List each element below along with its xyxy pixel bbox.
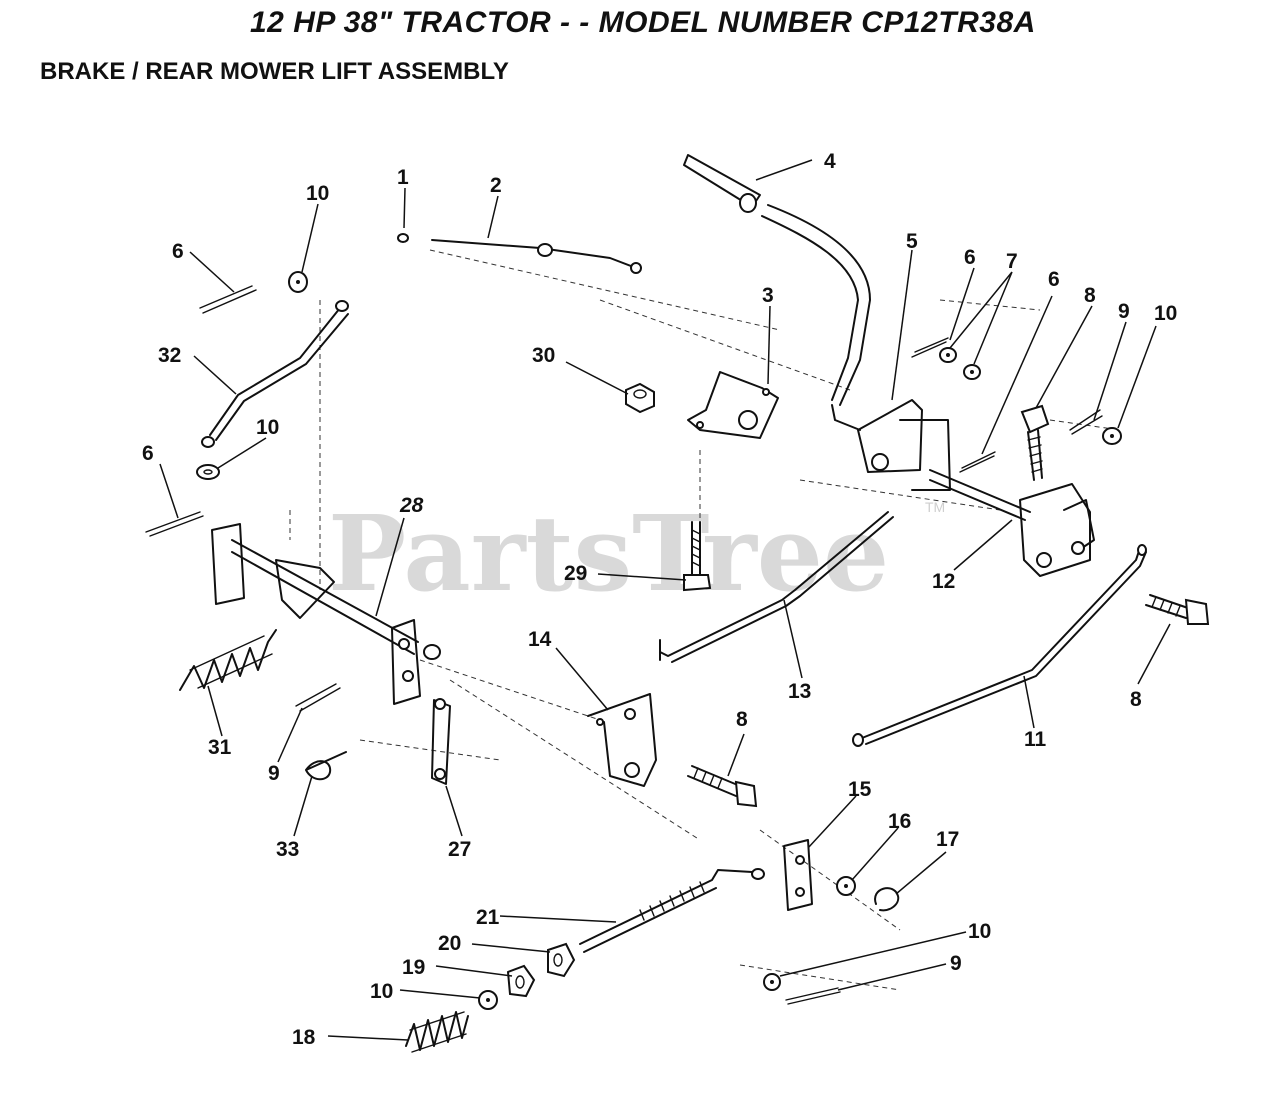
part-6-cotter-pin-upper-right[interactable] (911, 337, 949, 358)
part-8-bolt-upper[interactable] (1020, 404, 1050, 481)
part-15-plate[interactable] (783, 839, 813, 911)
part-6-cotter-pin-upper-left[interactable] (199, 285, 257, 314)
part-29-bolt[interactable] (683, 521, 712, 592)
callout-20: 20 (438, 932, 461, 955)
part-17-clip[interactable] (874, 887, 900, 912)
part-9-cotter-pin-lower-right[interactable] (785, 987, 841, 1005)
part-9-cotter-pin-right[interactable] (1069, 409, 1103, 435)
part-19-nut[interactable] (506, 964, 536, 998)
callout-8-mid: 8 (736, 708, 748, 731)
part-8-bolt-mid[interactable] (687, 765, 758, 808)
part-27-link[interactable] (431, 698, 451, 785)
callout-27: 27 (448, 838, 471, 861)
part-6-cotter-pin-left[interactable] (145, 511, 204, 537)
callout-1: 1 (397, 166, 409, 189)
part-6-cotter-pin-mid-right[interactable] (959, 451, 996, 473)
callout-6-left: 6 (142, 442, 154, 465)
callout-13: 13 (788, 680, 811, 703)
watermark-text: PartsTree (328, 492, 889, 615)
callout-8-upper: 8 (1084, 284, 1096, 307)
callout-9-left: 9 (268, 762, 280, 785)
callout-labels: 1 2 3 4 5 6 6 6 6 7 8 8 8 9 9 9 10 10 10… (142, 150, 1177, 1049)
callout-33: 33 (276, 838, 299, 861)
diagram-title: 12 HP 38" TRACTOR - - MODEL NUMBER CP12T… (250, 6, 1036, 39)
part-16-washer[interactable] (836, 876, 856, 896)
part-10-washer-right[interactable] (1102, 427, 1122, 445)
callout-11: 11 (1024, 728, 1047, 751)
callout-21: 21 (476, 906, 500, 929)
callout-10-lower-right: 10 (968, 920, 991, 943)
part-7-washers[interactable] (939, 347, 981, 380)
part-4-handle-grip[interactable] (683, 154, 761, 213)
callout-28: 28 (399, 494, 424, 517)
callout-29: 29 (564, 562, 587, 585)
callout-2: 2 (490, 174, 502, 197)
callout-10-left: 10 (256, 416, 279, 439)
part-30-nut[interactable] (625, 382, 655, 414)
part-18-spring[interactable] (405, 1011, 469, 1053)
diagram-subtitle: BRAKE / REAR MOWER LIFT ASSEMBLY (40, 58, 509, 85)
part-10-washer-upper-left[interactable] (288, 271, 308, 293)
part-20-nut[interactable] (547, 942, 576, 978)
callout-17: 17 (936, 828, 959, 851)
callout-9-right: 9 (1118, 300, 1130, 323)
callout-leader-lines (159, 159, 1171, 1041)
callout-31: 31 (208, 736, 232, 759)
part-33-hairpin-clip[interactable] (305, 751, 347, 781)
callout-12: 12 (932, 570, 955, 593)
callout-18: 18 (292, 1026, 316, 1049)
part-1-pin[interactable] (397, 233, 409, 243)
part-5-lift-handle[interactable] (761, 204, 951, 491)
callout-8-right: 8 (1130, 688, 1142, 711)
part-11-link-rod[interactable] (852, 544, 1147, 747)
callout-9-lower: 9 (950, 952, 962, 975)
part-12-shaft-assembly[interactable] (929, 469, 1095, 577)
part-13-link-rod[interactable] (659, 511, 894, 663)
part-10-washer-lower-right[interactable] (763, 973, 781, 991)
callout-15: 15 (848, 778, 872, 801)
callout-6-upper-right: 6 (964, 246, 976, 269)
part-28-lift-shaft[interactable] (211, 523, 441, 705)
callout-6-upper-left: 6 (172, 240, 184, 263)
part-31-spring[interactable] (179, 629, 277, 691)
part-8-bolt-right[interactable] (1145, 594, 1210, 625)
callout-5: 5 (906, 230, 918, 253)
callout-10-upper-right: 10 (1154, 302, 1177, 325)
part-14-bracket[interactable] (587, 693, 657, 787)
callout-16: 16 (888, 810, 911, 833)
callout-10-upper-left: 10 (306, 182, 329, 205)
part-9-cotter-pin-mid-left[interactable] (295, 683, 341, 712)
part-3-bracket[interactable] (687, 371, 779, 439)
callout-32: 32 (158, 344, 181, 367)
part-10-washer-left[interactable] (196, 464, 220, 480)
callout-30: 30 (532, 344, 555, 367)
callout-4: 4 (824, 150, 836, 173)
callout-6-right: 6 (1048, 268, 1060, 291)
callout-19: 19 (402, 956, 425, 979)
callout-10-lower-left: 10 (370, 980, 393, 1003)
callout-14: 14 (528, 628, 552, 651)
callout-3: 3 (762, 284, 774, 307)
part-32-link-rod[interactable] (201, 300, 349, 448)
part-2-rod[interactable] (431, 239, 642, 274)
part-10-washer-lower-left[interactable] (478, 990, 498, 1010)
watermark-trademark: TM (925, 499, 945, 515)
callout-7: 7 (1006, 250, 1018, 273)
part-21-threaded-rod[interactable] (579, 868, 765, 953)
